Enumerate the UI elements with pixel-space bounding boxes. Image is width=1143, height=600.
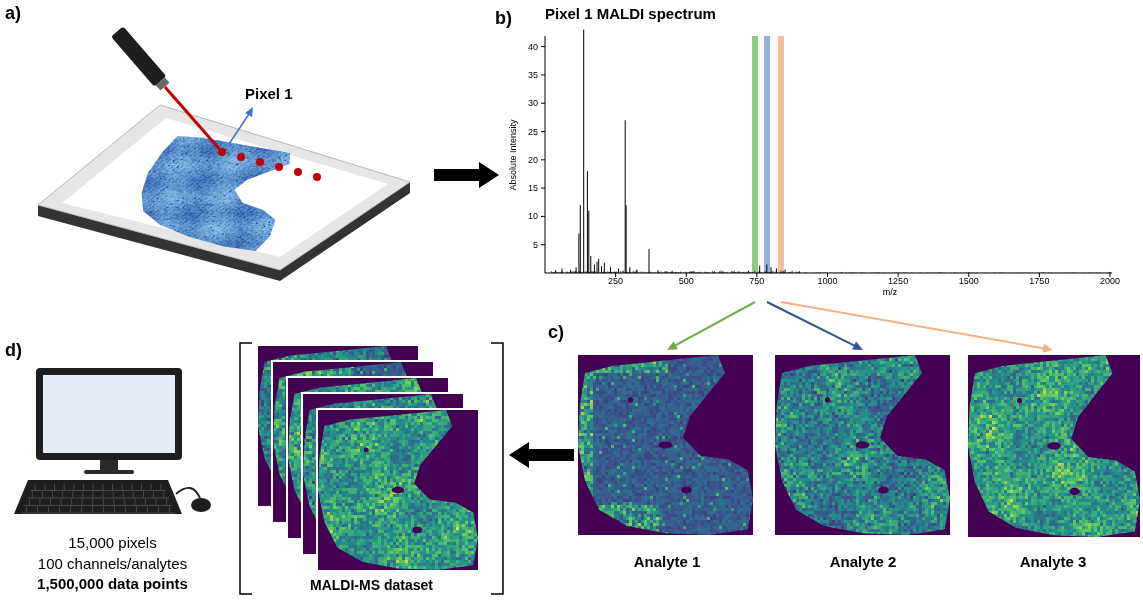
- node-text: 100 channels/analytes: [38, 554, 187, 574]
- tick-label: 30: [528, 98, 538, 109]
- flow-arrow: [509, 442, 574, 468]
- tick-label: 2000: [1100, 276, 1120, 287]
- axis-title: Absolute Intensity: [508, 119, 519, 190]
- channel-line: [675, 302, 755, 346]
- laser-beam: [165, 87, 222, 152]
- label-anchor: c): [548, 322, 564, 344]
- laser: [111, 26, 171, 92]
- channel-arrow: [667, 302, 755, 350]
- panel-letter: a): [5, 3, 21, 25]
- label-anchor: 2000: [1110, 281, 1130, 292]
- tick-label: 15: [528, 183, 538, 194]
- node-title: 15,000 pixels: [68, 533, 156, 553]
- pixel-dot: [275, 163, 283, 171]
- analyte-image: Analyte 3: [965, 352, 1141, 574]
- channel-line: [767, 302, 855, 346]
- sample-slide: Pixel 1: [30, 30, 430, 280]
- tick-label: 25: [528, 126, 538, 137]
- label-anchor: 10: [538, 216, 548, 227]
- node-title: Analyte 1: [634, 553, 701, 571]
- arrow-head: [1042, 344, 1053, 353]
- tick-label: 1750: [1029, 276, 1049, 287]
- label-anchor: 1750: [1039, 281, 1059, 292]
- laser-body: [111, 26, 166, 86]
- label-anchor: b): [495, 8, 512, 30]
- flow-arrow: [434, 162, 499, 188]
- tick-label: 35: [528, 69, 538, 80]
- tick-label: 1500: [959, 276, 979, 287]
- channel-arrow: [767, 302, 863, 350]
- spectrum-panel: Pixel 1 MALDI spectrum: [503, 2, 1135, 300]
- pixel-dot: [237, 153, 245, 161]
- node-title: Pixel 1: [245, 85, 293, 103]
- label-anchor: 5: [538, 245, 543, 256]
- label-anchor: 25: [538, 132, 548, 143]
- label-anchor: 500: [686, 281, 701, 292]
- node-title: Analyte 2: [830, 553, 897, 571]
- panel-letter: c): [548, 322, 564, 344]
- label-anchor: Absolute Intensity: [513, 155, 584, 166]
- arrow-head: [667, 341, 678, 350]
- node-text: 1,500,000 data points: [37, 574, 188, 594]
- tick-label: 1000: [817, 276, 837, 287]
- pixel-dot: [256, 158, 264, 166]
- label-anchor: 20: [538, 160, 548, 171]
- analyte-image: Analyte 2: [773, 352, 953, 574]
- tick-label: 750: [749, 276, 764, 287]
- tick-label: 40: [528, 41, 538, 52]
- label-anchor: 1500: [969, 281, 989, 292]
- panel-letter: d): [5, 340, 22, 362]
- pixel-dot: [294, 168, 302, 176]
- label-anchor: 1250: [898, 281, 918, 292]
- label-anchor: 1000: [828, 281, 848, 292]
- pixel-dot: [313, 173, 321, 181]
- channel-arrow: [781, 302, 1053, 353]
- tick-label: 1250: [888, 276, 908, 287]
- panel-letter: b): [495, 8, 512, 30]
- dataset-stack: MALDI-MS dataset: [238, 340, 505, 597]
- arrow-head: [852, 342, 863, 350]
- pixel-dots: [218, 148, 321, 181]
- tick-label: 10: [528, 211, 538, 222]
- leader-line: [229, 114, 249, 144]
- label-anchor: a): [5, 3, 21, 25]
- label-anchor: 250: [616, 281, 631, 292]
- computer-node: 15,000 pixels100 channels/analytes1,500,…: [5, 362, 220, 597]
- pixel-dot: [218, 148, 226, 156]
- leader-head: [245, 107, 253, 117]
- label-anchor: m/z: [890, 292, 905, 303]
- tick-label: 500: [679, 276, 694, 287]
- node-title: Pixel 1 MALDI spectrum: [545, 5, 716, 23]
- tick-label: 5: [533, 239, 538, 250]
- label-anchor: 15: [538, 188, 548, 199]
- tick-label: 20: [528, 154, 538, 165]
- label-anchor: 30: [538, 103, 548, 114]
- analyte-image: Analyte 1: [578, 352, 756, 574]
- tick-label: 250: [608, 276, 623, 287]
- label-anchor: 40: [538, 47, 548, 58]
- axis-title: m/z: [883, 287, 898, 298]
- node-title: MALDI-MS dataset: [310, 577, 433, 594]
- channel-line: [781, 302, 1044, 348]
- label-anchor: 750: [757, 281, 772, 292]
- label-anchor: d): [5, 340, 22, 362]
- node-title: Analyte 3: [1020, 553, 1087, 571]
- label-anchor: 35: [538, 75, 548, 86]
